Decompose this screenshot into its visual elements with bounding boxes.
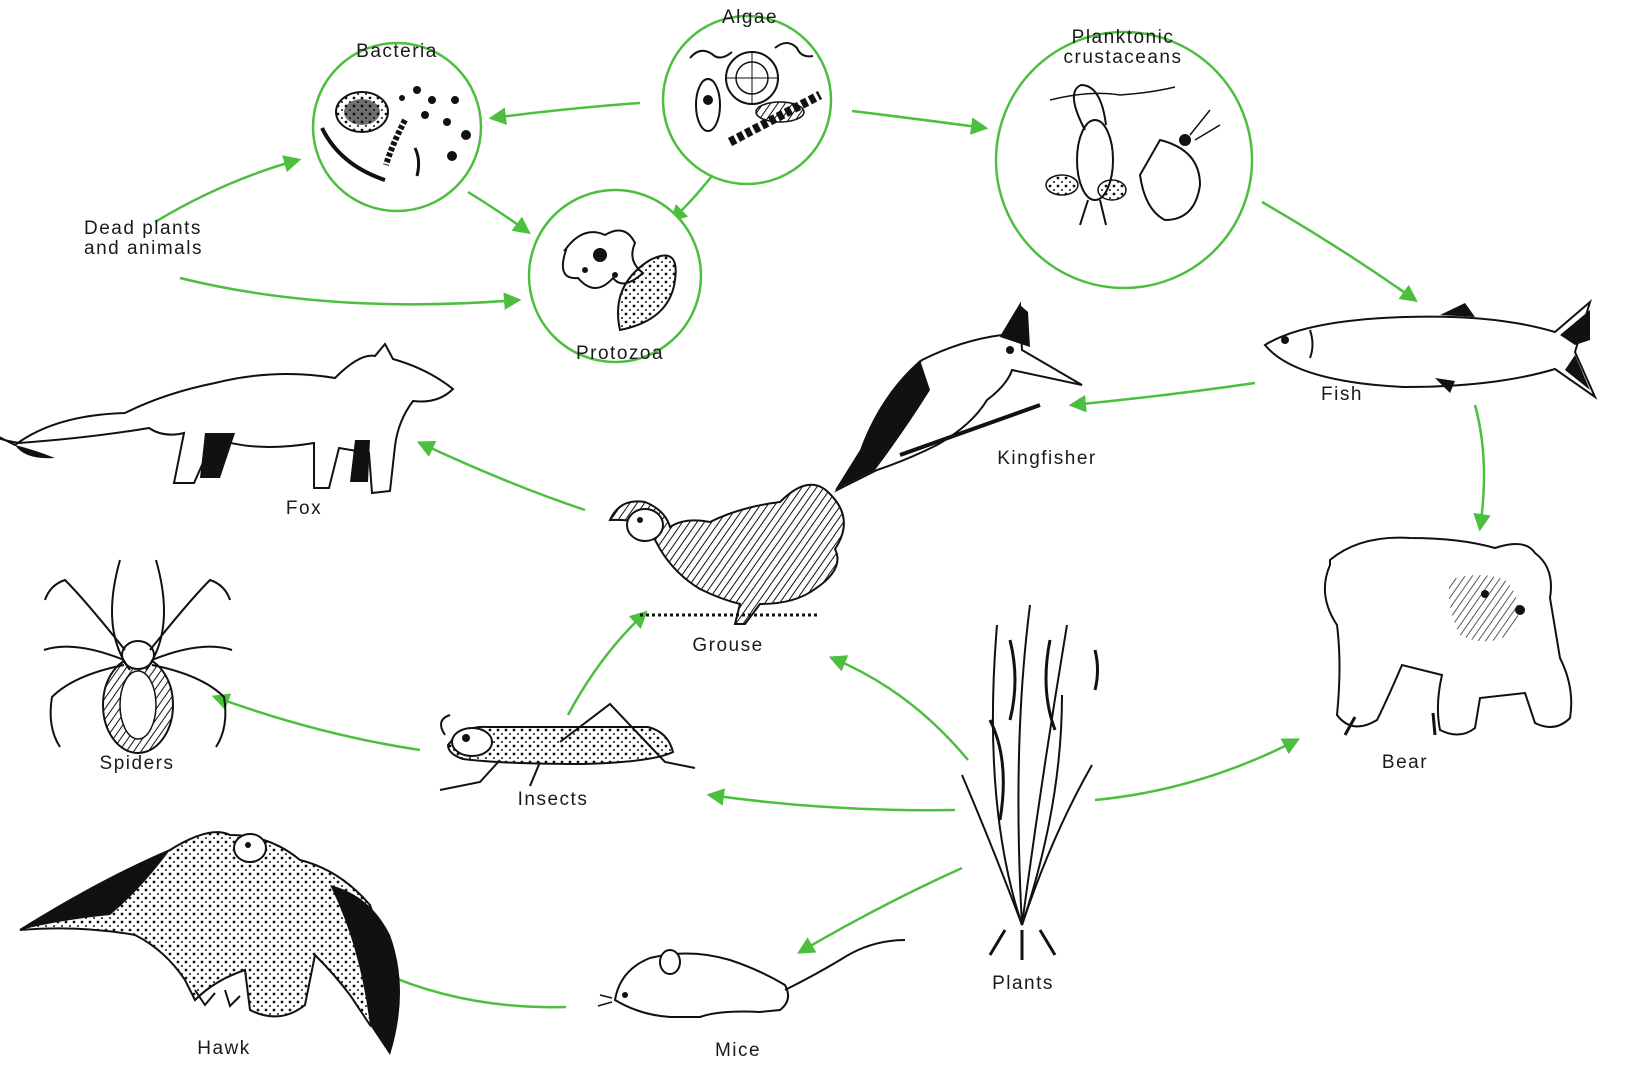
arrow-grouse-fox xyxy=(420,443,585,510)
arrow-dead-protozoa xyxy=(180,278,518,304)
label-algae: Algae xyxy=(722,8,778,28)
label-dead-plants-animals: Dead plants and animals xyxy=(84,219,203,259)
label-spiders: Spiders xyxy=(100,754,175,774)
insect-illustration xyxy=(440,704,695,790)
plants-illustration xyxy=(962,605,1098,960)
arrow-plants-mice xyxy=(800,868,962,952)
label-bacteria: Bacteria xyxy=(356,42,438,62)
algae-circle xyxy=(663,16,831,184)
arrow-dead-bacteria xyxy=(155,160,298,222)
arrow-bacteria-protozoa xyxy=(468,192,528,232)
label-fish: Fish xyxy=(1321,385,1363,405)
label-insects: Insects xyxy=(518,790,589,810)
arrow-algae-bacteria xyxy=(492,103,640,118)
bear-illustration xyxy=(1325,538,1571,735)
protozoa-circle xyxy=(529,190,701,362)
label-kingfisher: Kingfisher xyxy=(997,449,1097,469)
mice-illustration xyxy=(598,940,905,1017)
label-planktonic-line2: crustaceans xyxy=(1064,48,1183,68)
label-bear: Bear xyxy=(1382,753,1428,773)
label-mice: Mice xyxy=(715,1041,761,1061)
hawk-illustration xyxy=(20,832,400,1055)
bacteria-circle xyxy=(313,43,481,211)
label-planktonic-line1: Planktonic xyxy=(1064,28,1183,48)
label-planktonic: Planktonic crustaceans xyxy=(1064,28,1183,68)
arrow-plants-insects xyxy=(710,795,955,810)
arrow-mice-hawk xyxy=(372,968,566,1007)
label-hawk: Hawk xyxy=(197,1039,251,1059)
arrow-plants-bear xyxy=(1095,740,1297,800)
arrow-insects-spiders xyxy=(215,697,420,750)
label-grouse: Grouse xyxy=(692,636,763,656)
spider-illustration xyxy=(44,560,232,753)
label-protozoa: Protozoa xyxy=(576,344,664,364)
label-fox: Fox xyxy=(286,499,322,519)
grouse-illustration xyxy=(610,485,844,624)
arrow-fish-kingfisher xyxy=(1072,383,1255,405)
arrow-plants-grouse xyxy=(832,658,968,760)
arrow-fish-bear xyxy=(1475,405,1484,528)
fish-illustration xyxy=(1265,302,1595,397)
label-dead-line2: and animals xyxy=(84,239,203,259)
planktonic-circle xyxy=(996,32,1252,288)
arrow-insects-grouse xyxy=(568,613,645,715)
arrow-planktonic-fish xyxy=(1262,202,1415,300)
label-dead-line1: Dead plants xyxy=(84,219,203,239)
arrow-algae-planktonic xyxy=(852,111,985,128)
label-plants: Plants xyxy=(992,974,1054,994)
fox-illustration xyxy=(0,344,453,493)
